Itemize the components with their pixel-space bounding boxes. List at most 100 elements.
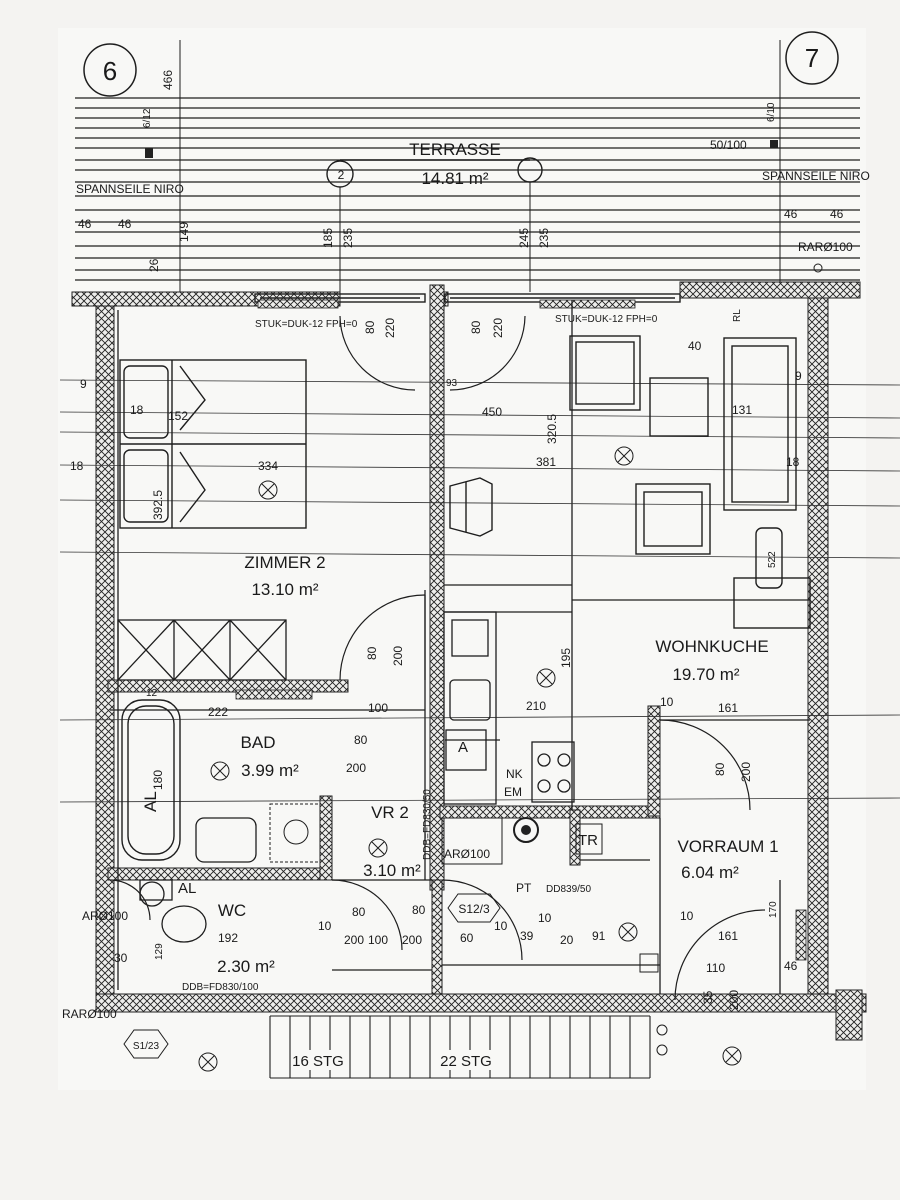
dim-180: 180: [151, 770, 165, 790]
zimmer-name: ZIMMER 2: [244, 553, 325, 572]
dim-9-a: 9: [80, 377, 87, 391]
s12-3-tag: [447, 893, 501, 923]
rar-bottom-note: RARØ100: [62, 1007, 117, 1021]
shower-drain: [283, 819, 309, 845]
dim-18-c: 18: [786, 455, 800, 469]
spannseile-right-note: SPANNSEILE NIRO: [762, 169, 870, 183]
washbasin: [195, 817, 257, 863]
toilet: [139, 879, 207, 943]
rar-right-note: RARØ100: [798, 240, 853, 254]
dim-10-e: 10: [494, 919, 508, 933]
ceiling-light-living-cross: [617, 449, 631, 463]
ceiling-light-kitchen-cross: [539, 671, 553, 685]
dim-80-g: 80: [412, 903, 426, 917]
dim-200-b: 200: [346, 761, 366, 775]
boiler-inner: [521, 825, 531, 835]
paper-sheet: [58, 28, 866, 1090]
em-note: EM: [504, 785, 522, 799]
ceiling-light-bedroom-cross: [261, 483, 275, 497]
stg-22-bg: [438, 1050, 494, 1070]
dim-170: 170: [768, 901, 779, 918]
ddb-pt-note: DD839/50: [546, 884, 591, 895]
dim-110: 110: [706, 961, 725, 975]
dim-195: 195: [559, 648, 573, 668]
stg-16-label: 16 STG: [292, 1053, 344, 1070]
dim-80-c: 80: [365, 646, 379, 660]
ar-vr-note: ARØ100: [444, 847, 490, 861]
radiator-bath: [235, 689, 313, 700]
ceiling-light-stair-right-cross: [725, 1049, 739, 1063]
axis-label-6: 6: [103, 56, 117, 86]
bad-name: BAD: [241, 733, 276, 752]
vr-area: 3.10 m²: [363, 861, 421, 880]
dim-35: 35: [701, 990, 715, 1004]
dim-80-e: 80: [713, 762, 727, 776]
railing-anchor-right: [770, 140, 778, 148]
dim-10-a: 10: [660, 695, 674, 709]
ratio-note: 50/100: [710, 138, 747, 152]
shower-tray: [269, 803, 321, 863]
dim-220-a: 220: [383, 318, 397, 338]
dim-245: 245: [517, 228, 531, 248]
zimmer-area: 13.10 m²: [251, 580, 318, 599]
dim-80-b: 80: [469, 320, 483, 334]
radiator-vorraum: [795, 909, 807, 961]
rl-note: RL: [732, 309, 743, 322]
terrace-area: 14.81 m²: [421, 169, 488, 188]
dim-466: 466: [161, 70, 175, 90]
doorbell-icon-2: [656, 1024, 668, 1036]
dim-26: 26: [147, 258, 161, 272]
dim-200-d: 200: [344, 933, 364, 947]
wohnkuche-name: WOHNKUCHE: [655, 637, 768, 656]
ceiling-light-stair-left-cross: [201, 1055, 215, 1069]
living-furniture: [569, 335, 811, 629]
al-kitchen-note: A: [458, 739, 468, 756]
post-6-12-note: 6/12: [142, 108, 153, 128]
terrace-column-left-label: 2: [338, 168, 345, 182]
ceiling-light-vorraum-cross: [621, 925, 635, 939]
dim-12: 12: [146, 688, 158, 699]
dim-320: 320.5: [545, 414, 559, 444]
dim-210: 210: [526, 699, 546, 713]
dim-60: 60: [460, 931, 474, 945]
dim-80-d: 80: [354, 733, 368, 747]
rar-marker: [813, 263, 823, 273]
bottom-right-shaft: [835, 989, 863, 1041]
intercom-box: [639, 953, 659, 973]
spannseile-left-note: SPANNSEILE NIRO: [76, 182, 184, 196]
wc-name: WC: [218, 901, 246, 920]
bad-area: 3.99 m²: [241, 761, 299, 780]
dim-131: 131: [732, 403, 752, 417]
dim-20: 20: [560, 933, 574, 947]
vr-name: VR 2: [371, 803, 409, 822]
dim-392: 392.5: [151, 490, 165, 520]
dim-235-b: 235: [537, 228, 551, 248]
dim-18-a: 18: [130, 403, 144, 417]
vorraum-name: VORRAUM 1: [677, 837, 778, 856]
ar-wc-note: ARØ100: [82, 909, 128, 923]
dim-46-e: 46: [784, 959, 798, 973]
dim-161-a: 161: [718, 701, 738, 715]
stuk-left-note: STUK=DUK-12 FPH=0: [255, 319, 358, 330]
vorraum-area: 6.04 m²: [681, 863, 739, 882]
dim-192: 192: [218, 931, 238, 945]
dim-39: 39: [520, 929, 534, 943]
wohnkuche-area: 19.70 m²: [672, 665, 739, 684]
dim-522: 522: [767, 551, 778, 568]
al-wc-note: AL: [178, 880, 196, 897]
dim-80-a: 80: [363, 320, 377, 334]
railing-anchor-left: [145, 148, 153, 158]
ceiling-light-stair-left: [198, 1052, 218, 1072]
wc-area: 2.30 m²: [217, 957, 275, 976]
s1-23-tag: [123, 1029, 169, 1059]
dim-46-b: 46: [118, 217, 132, 231]
dim-80-f: 80: [352, 905, 366, 919]
al-bath-note: AL: [141, 791, 160, 812]
dim-91: 91: [592, 929, 606, 943]
nk-note: NK: [506, 767, 523, 781]
post-6-10-note: 6/10: [766, 102, 777, 122]
dim-30: 30: [114, 951, 128, 965]
dim-46-c: 46: [784, 207, 798, 221]
wardrobe: [117, 619, 287, 681]
